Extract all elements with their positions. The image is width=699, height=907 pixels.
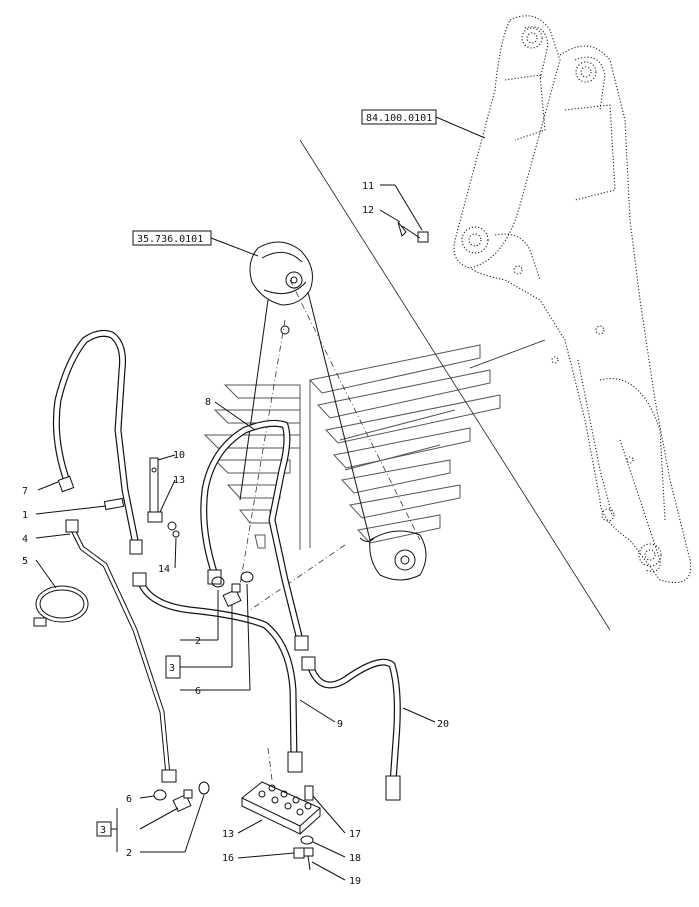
leader-15 [237,819,263,834]
callout-9[interactable]: 9 [337,719,343,730]
fitting-17 [304,785,314,801]
leader-6-upper-v [246,583,251,691]
hose-9 [132,572,303,773]
leader-10 [157,454,176,461]
bracket-10 [149,457,159,521]
callout-6-upper[interactable]: 6 [195,686,201,697]
reference-label-boom: 84.100.0101 [366,113,432,124]
leader-17 [312,795,346,834]
callout-19[interactable]: 19 [349,876,361,887]
bolt-12 [397,221,421,239]
leader-4 [35,533,71,539]
band-clamp-5 [33,585,89,627]
callout-2-lower[interactable]: 2 [126,848,132,859]
callout-1[interactable]: 1 [22,510,28,521]
hose-20 [301,656,401,801]
leader-3-lower [139,807,179,830]
leader-boom [435,116,486,139]
assembly-line-b [289,279,421,541]
callout-11[interactable]: 11 [362,181,374,192]
leader-14 [174,537,177,569]
callout-16[interactable]: 16 [222,853,234,864]
washer-18 [300,835,314,845]
callout-13-upper[interactable]: 13 [173,475,185,486]
leader-5 [35,559,57,589]
callout-17[interactable]: 17 [349,829,361,840]
watermark-logo [203,344,501,550]
callout-2-upper[interactable]: 2 [195,636,201,647]
leader-1 [35,505,107,515]
callout-5[interactable]: 5 [22,556,28,567]
section-line-b [469,339,546,369]
washer-14 [167,521,180,538]
callout-6-lower[interactable]: 6 [126,794,132,805]
callout-3-lower[interactable]: 3 [100,825,106,836]
elbow-fitting-3-upper [222,583,242,608]
leader-16 [237,852,295,859]
o-ring-2-upper [211,576,225,588]
leader-18 [312,841,346,858]
callout-10[interactable]: 10 [173,450,185,461]
hose-7 [52,329,143,555]
clip-13 [147,511,163,523]
callout-8[interactable]: 8 [205,397,211,408]
valve-block-15 [241,781,321,835]
hose-8 [200,419,309,651]
o-ring-2-lower [198,781,210,795]
tube-4 [65,519,177,783]
assembly-line-d [267,747,273,781]
leader-20 [402,707,436,723]
callout-3-upper[interactable]: 3 [169,663,175,674]
nut-16 [293,847,305,859]
reference-box-cylinder[interactable]: 35.736.0101 [132,230,212,246]
leader-7 [37,481,59,491]
bolt-11 [417,231,429,243]
leader-6-lower [139,795,155,799]
reference-label-cylinder: 35.736.0101 [137,234,203,245]
leader-19 [311,861,346,881]
o-ring-6-lower [153,789,167,801]
o-ring-6-upper [240,571,254,583]
callout-14[interactable]: 14 [158,564,170,575]
boom-arm [453,15,692,584]
assembly-line-a [239,319,286,586]
assembly-line-c [249,544,346,611]
callout-7[interactable]: 7 [22,486,28,497]
elbow-fitting-3-lower [172,789,193,813]
leader-11b [394,184,423,231]
callout-12[interactable]: 12 [362,205,374,216]
leader-9 [299,699,336,723]
leader-13a [159,479,176,513]
leader-2-lower-v [184,794,205,853]
callout-20[interactable]: 20 [437,719,449,730]
reference-box-boom[interactable]: 84.100.0101 [361,109,437,125]
leader-8 [214,401,256,431]
clamp-1 [103,497,125,511]
callout-4[interactable]: 4 [22,534,28,545]
hydraulic-cylinder [239,241,427,581]
callout-15[interactable]: 13 [222,829,234,840]
section-line-a [299,139,611,631]
leader-cylinder [210,237,259,257]
callout-18[interactable]: 18 [349,853,361,864]
leader-12 [379,209,401,223]
